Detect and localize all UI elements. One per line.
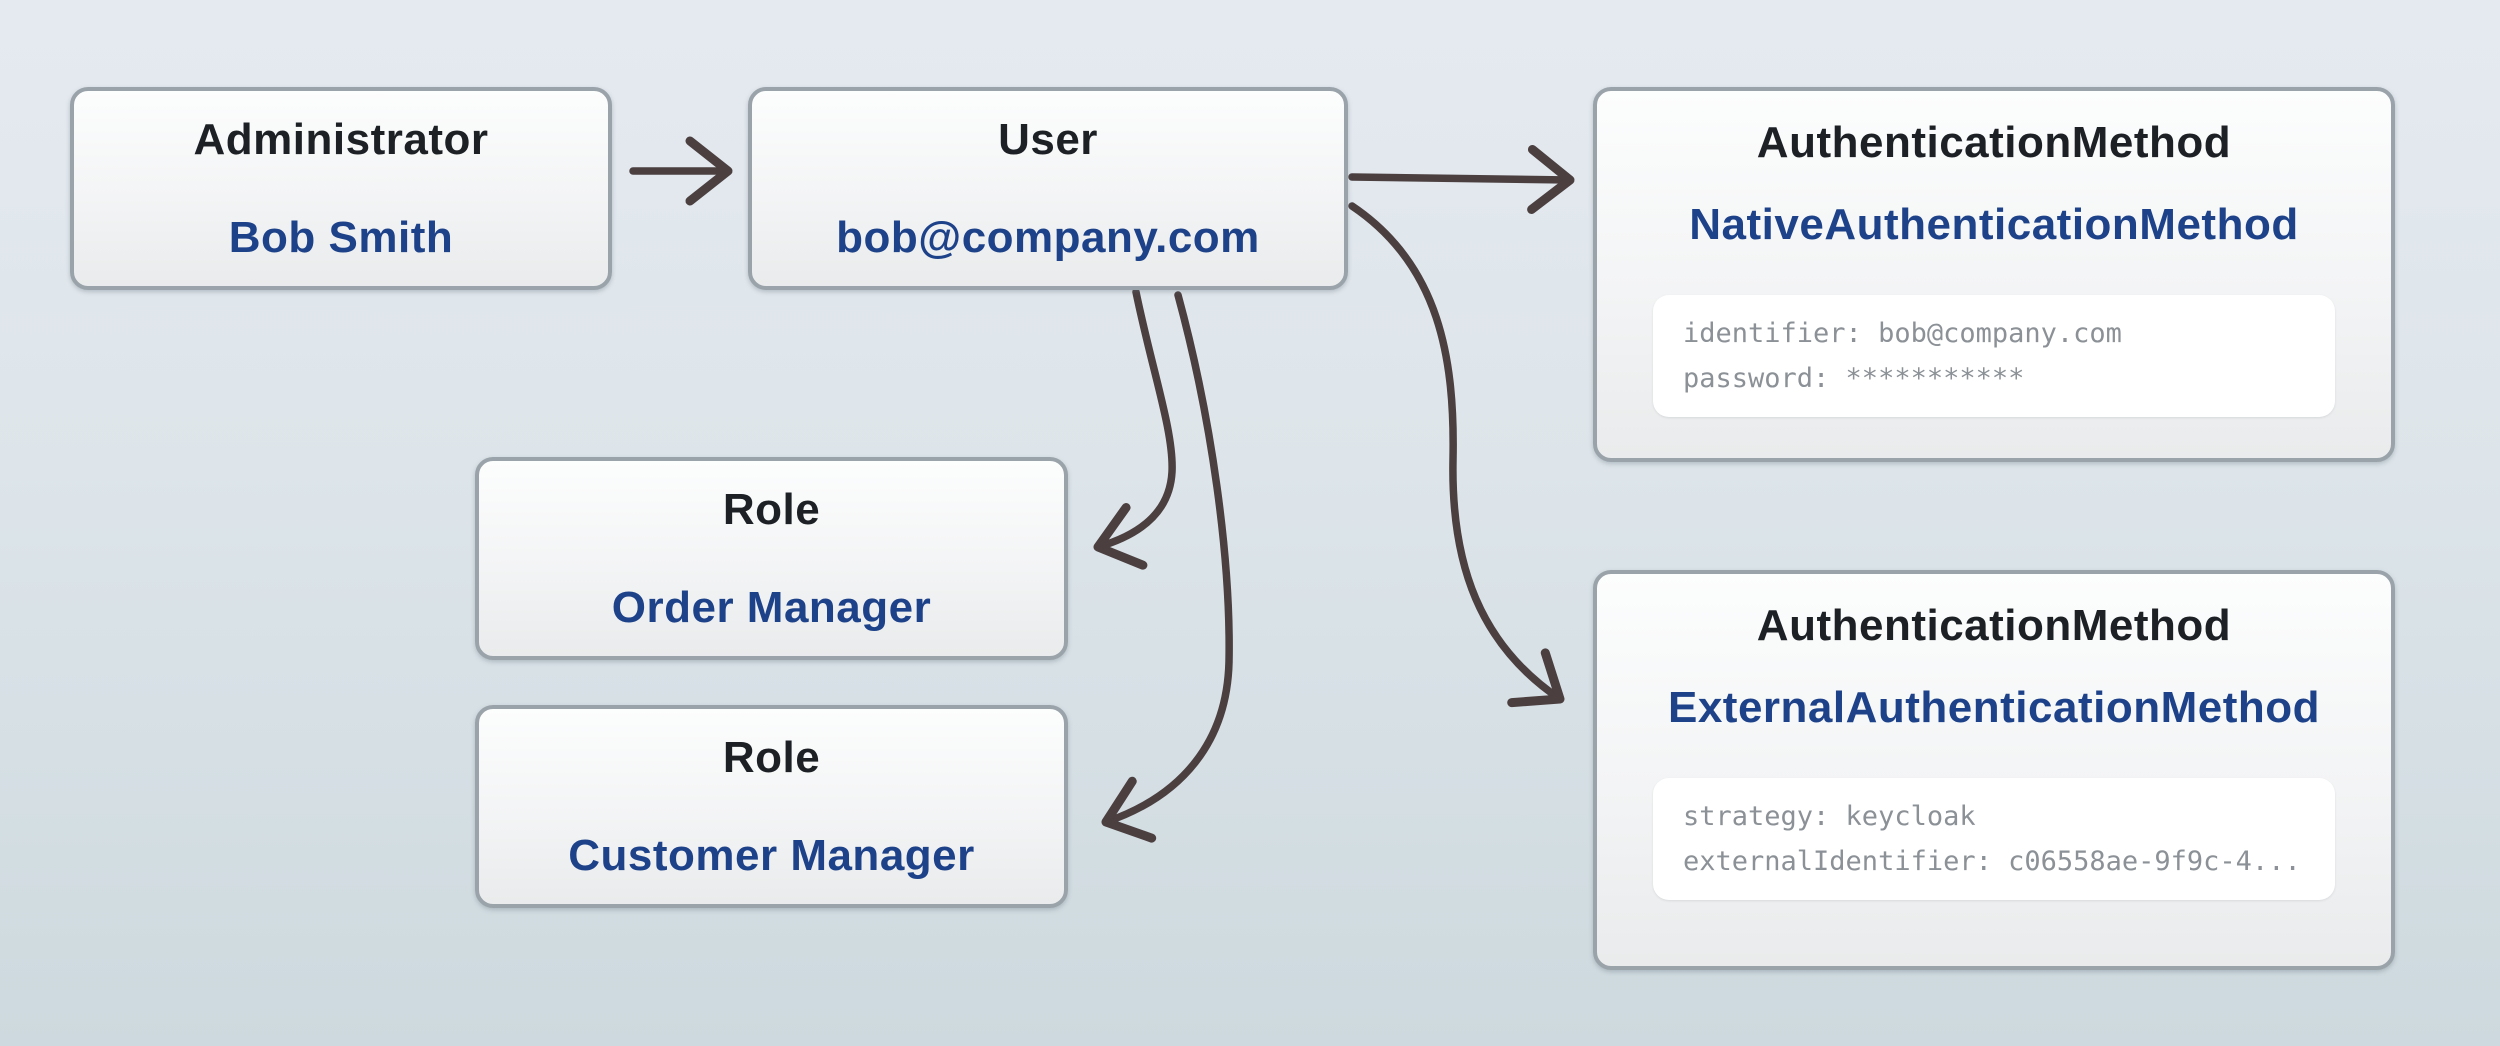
code-line-password: password: *********** (1683, 363, 2025, 394)
edge-user-to-external-auth (1348, 202, 1565, 708)
node-type-label: Role (722, 732, 821, 782)
node-user: User bob@company.com (748, 87, 1348, 290)
node-type-label: Administrator (193, 114, 489, 164)
code-block: identifier: bob@company.com password: **… (1653, 295, 2335, 417)
node-instance-label: Customer Manager (568, 830, 975, 880)
node-instance-label: ExternalAuthenticationMethod (1667, 683, 2321, 732)
node-type-label: AuthenticationMethod (1756, 118, 2232, 167)
node-type-label: AuthenticationMethod (1756, 601, 2232, 650)
node-type-label: User (998, 114, 1098, 164)
code-line-identifier: identifier: bob@company.com (1683, 318, 2122, 349)
node-role-order-manager: Role Order Manager (475, 457, 1068, 660)
code-line-external-identifier: externalIdentifier: c06558ae-9f9c-4... (1683, 846, 2301, 877)
edge-user-to-role-customer (1101, 291, 1233, 843)
edge-user-to-role-order (1093, 288, 1176, 570)
node-instance-label: NativeAuthenticationMethod (1689, 200, 2299, 249)
node-native-authentication-method: AuthenticationMethod NativeAuthenticatio… (1593, 87, 2395, 462)
node-role-customer-manager: Role Customer Manager (475, 705, 1068, 908)
edge-user-to-native-auth (1348, 144, 1575, 214)
code-block: strategy: keycloak externalIdentifier: c… (1653, 778, 2335, 900)
node-instance-label: Bob Smith (228, 212, 454, 262)
node-instance-label: Order Manager (611, 582, 932, 632)
node-administrator: Administrator Bob Smith (70, 87, 612, 290)
node-instance-label: bob@company.com (836, 212, 1260, 262)
node-external-authentication-method: AuthenticationMethod ExternalAuthenticat… (1593, 570, 2395, 970)
node-type-label: Role (722, 484, 821, 534)
code-line-strategy: strategy: keycloak (1683, 801, 1976, 832)
